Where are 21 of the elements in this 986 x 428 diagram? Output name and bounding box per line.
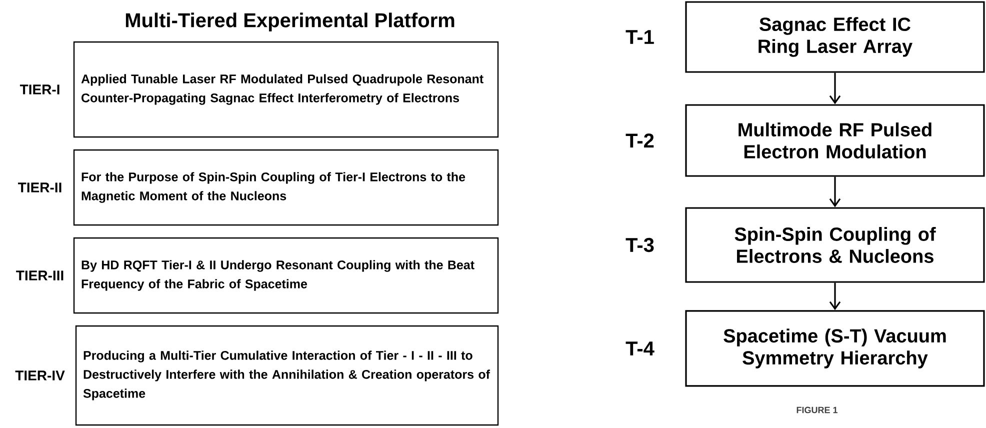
arrow (829, 282, 841, 310)
arrow (829, 72, 841, 104)
tier-label: TIER-IV (15, 370, 65, 380)
text-box: For the Purpose of Spin-Spin Coupling of Tier-I Electrons to the Magnetic Moment of the Nucleons (73, 149, 499, 226)
process-box: Spin-Spin Coupling of Electrons & Nucleons (685, 207, 985, 283)
process-box: Multimode RF Pulsed Electron Modulation (685, 104, 985, 177)
caption: FIGURE 1 (796, 406, 838, 414)
tier-label: TIER-II (18, 182, 62, 192)
text-box: Producing a Multi-Tier Cumulative Interaction of Tier - I - II - III to Destructively Interfere with the Annihilation & Creation operators of Spacetime (75, 325, 499, 426)
tier-label: T-4 (626, 342, 654, 356)
tier-label: T-3 (626, 238, 654, 252)
tier-label: T-2 (626, 134, 654, 148)
title: Multi-Tiered Experimental Platform (126, 12, 454, 32)
process-box: Spacetime (S-T) Vacuum Symmetry Hierarchy (685, 310, 985, 387)
tier-label: TIER-I (20, 84, 60, 94)
tier-label: TIER-III (16, 270, 64, 280)
text-box: By HD RQFT Tier-I & II Undergo Resonant Coupling with the Beat Frequency of the Fabric of Spacetime (73, 237, 499, 314)
tier-label: T-1 (626, 30, 654, 44)
process-box: Sagnac Effect IC Ring Laser Array (685, 1, 985, 73)
arrow (829, 176, 841, 208)
text-box: Applied Tunable Laser RF Modulated Pulsed Quadrupole Resonant Counter-Propagating Sagnac Effect Interferometry of Electrons (73, 41, 499, 138)
